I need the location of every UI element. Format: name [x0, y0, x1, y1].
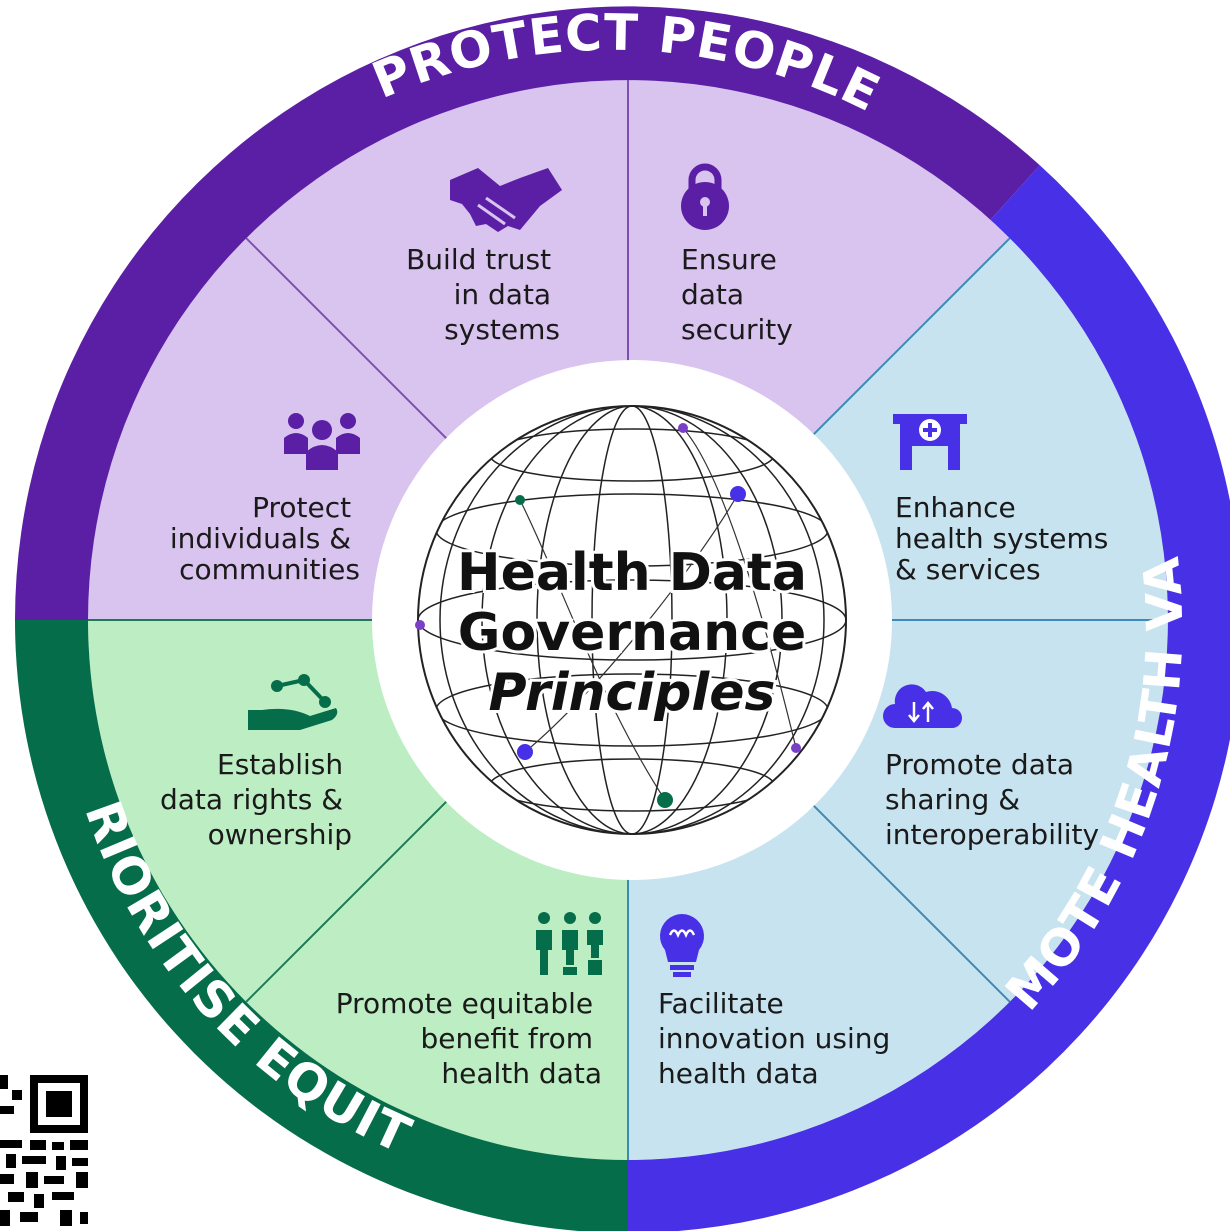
- lightbulb-icon: [660, 914, 704, 977]
- cloud-exchange-icon: [883, 684, 962, 728]
- principle-protect-individuals: Protect individuals & communities: [170, 491, 360, 586]
- equity-people-icon: [536, 912, 603, 975]
- center-title-line1: Health Data: [457, 543, 807, 603]
- hand-network-icon: [248, 674, 338, 730]
- people-group-icon: [284, 413, 360, 470]
- center-title-line2: Governance: [458, 603, 806, 663]
- hospital-icon: [893, 414, 967, 470]
- principle-facilitate-innovation: Facilitate innovation using health data: [658, 987, 899, 1090]
- principle-establish-data-rights: Establish data rights & ownership: [160, 748, 352, 851]
- globe-dots: [415, 423, 801, 808]
- inner-purple-area: [88, 80, 1010, 621]
- principle-promote-equitable-benefit: Promote equitable benefit from health da…: [336, 987, 602, 1090]
- principle-enhance-health-systems: Enhance health systems & services: [895, 491, 1117, 586]
- handshake-icon: [450, 168, 562, 232]
- center-disc: [372, 360, 892, 880]
- padlock-icon: [681, 163, 729, 230]
- principle-ensure-security: Ensure data security: [681, 243, 793, 346]
- center-title-line3: Principles: [489, 663, 776, 723]
- principle-promote-data-sharing: Promote data sharing & interoperability: [885, 748, 1099, 851]
- principle-build-trust: Build trust in data systems: [406, 243, 560, 346]
- qr-code: [0, 1070, 92, 1231]
